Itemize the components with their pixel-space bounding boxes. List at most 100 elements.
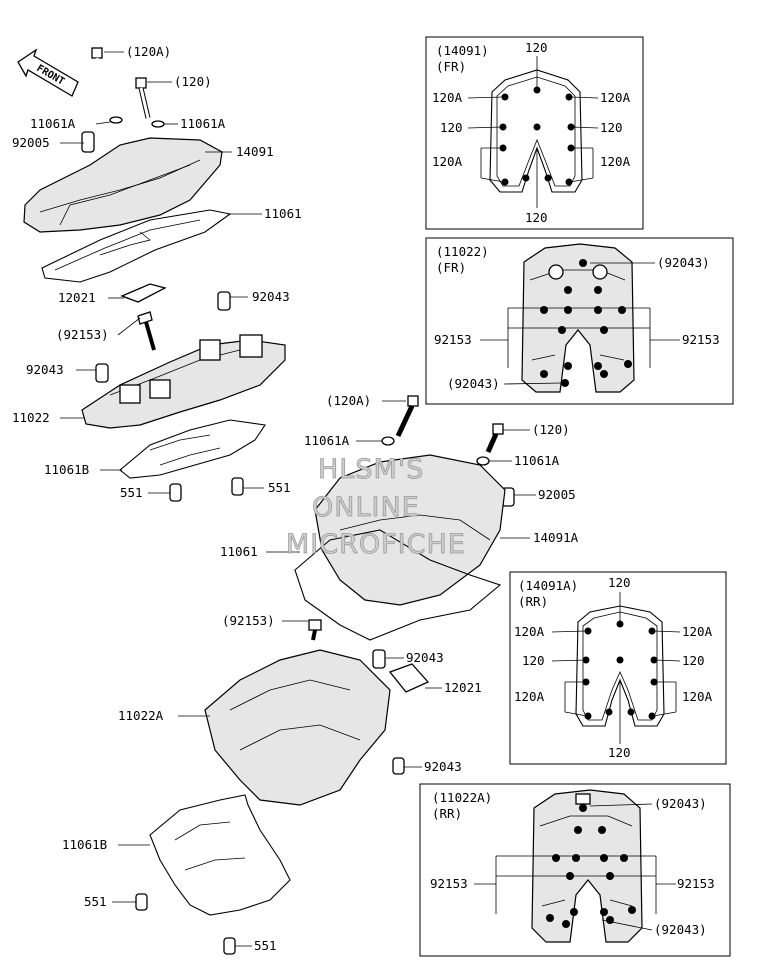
inset-title: (11022) [436, 244, 489, 259]
dowel-92043-icon [372, 649, 386, 669]
leader-lines [60, 51, 536, 947]
label-11061: 11061 [220, 544, 258, 559]
rear-cover-assembly [294, 395, 515, 641]
torque-label: 120 [525, 210, 548, 225]
inset-14091-fr: (14091) (FR) 120 120 120A 120 120A 120A … [425, 36, 644, 230]
label-11061a: 11061A [514, 453, 560, 468]
torque-label: 120 [682, 653, 705, 668]
part-label: 92153 [430, 876, 468, 891]
label-92043: 92043 [252, 289, 290, 304]
plate-12021-rear [388, 663, 430, 693]
torque-label: 120A [432, 90, 463, 105]
plate-12021 [120, 283, 167, 303]
inset-14091a-rr: (14091A) (RR) 120 120 120A 120 120A 120A… [509, 571, 727, 765]
torque-label: 120A [514, 624, 545, 639]
torque-label: 120A [682, 624, 713, 639]
callout-labels: (120A) (120) 11061A 11061A 92005 14091 1… [12, 44, 579, 953]
washer-icon [381, 436, 395, 446]
label-551: 551 [120, 485, 143, 500]
front-cover-assembly [23, 47, 232, 283]
label-120a: (120A) [326, 393, 371, 408]
label-551: 551 [268, 480, 291, 495]
label-92043: 92043 [26, 362, 64, 377]
label-11022: 11022 [12, 410, 50, 425]
label-12021: 12021 [58, 290, 96, 305]
cylinder-head-cover-14091a [314, 454, 506, 606]
label-14091: 14091 [236, 144, 274, 159]
label-11061b: 11061B [44, 462, 89, 477]
gasket-11061-rear [294, 529, 502, 641]
inset-title: (11022A) [432, 790, 492, 805]
torque-label: 120A [514, 689, 545, 704]
rear-head-assembly [135, 619, 430, 955]
torque-label: 120A [600, 90, 631, 105]
bolt-120a-icon [407, 395, 419, 407]
camshaft-holder-11022 [81, 339, 286, 429]
watermark: HLSM'S ONLINE MICROFICHE [286, 454, 466, 561]
inset-11022-fr: (11022) (FR) (92043) 92153 92153 (92043) [425, 237, 734, 405]
label-92153: (92153) [56, 327, 109, 342]
washer-icon [109, 116, 123, 124]
watermark-line-2: ONLINE [312, 492, 420, 523]
grommet-92005-icon [81, 131, 95, 153]
dowel-92043-icon [217, 291, 231, 311]
label-14091a: 14091A [533, 530, 579, 545]
bolt-120-icon [492, 423, 504, 435]
front-head-assembly [81, 283, 286, 502]
dowel-551-icon [169, 483, 182, 502]
dowel-92043-icon [392, 757, 405, 775]
inset-title: (14091) [436, 43, 489, 58]
label-92043: 92043 [424, 759, 462, 774]
washer-icon [151, 120, 165, 128]
label-11061a: 11061A [304, 433, 350, 448]
bolt-120a-icon [91, 47, 112, 111]
label-11061b: 11061B [62, 837, 107, 852]
torque-label: 120 [608, 745, 631, 760]
inset-subtitle: (RR) [518, 594, 548, 609]
part-label: (92043) [654, 922, 707, 937]
cylinder-head-cover-14091 [23, 137, 223, 233]
part-label: (92043) [654, 796, 707, 811]
label-92005: 92005 [538, 487, 576, 502]
gasket-11061b-rear [149, 794, 291, 916]
label-11061a: 11061A [30, 116, 76, 131]
label-92043: 92043 [406, 650, 444, 665]
washer-icon [476, 456, 490, 466]
watermark-line-3: MICROFICHE [286, 529, 466, 560]
torque-label: 120 [440, 120, 463, 135]
dowel-551-icon [135, 893, 148, 911]
dowel-92043-icon [95, 363, 109, 383]
label-120a: (120A) [126, 44, 171, 59]
bolt-92153-icon [137, 311, 153, 325]
inset-subtitle: (FR) [436, 260, 466, 275]
label-551: 551 [84, 894, 107, 909]
torque-label: 120 [525, 40, 548, 55]
part-label: 92153 [677, 876, 715, 891]
gasket-11061b [119, 419, 266, 479]
part-label: 92153 [682, 332, 720, 347]
torque-label: 120 [608, 575, 631, 590]
part-label: (92043) [447, 376, 500, 391]
label-11061: 11061 [264, 206, 302, 221]
label-11061a: 11061A [180, 116, 226, 131]
bolt-92153-icon [308, 619, 322, 631]
label-92005: 92005 [12, 135, 50, 150]
torque-label: 120A [432, 154, 463, 169]
front-arrow-icon: FRONT [17, 48, 79, 97]
dowel-551-icon [223, 937, 236, 955]
label-11022a: 11022A [118, 708, 164, 723]
torque-label: 120 [522, 653, 545, 668]
label-551: 551 [254, 938, 277, 953]
inset-11022a-rr: (11022A) (RR) (92043) 92153 92153 (92043… [419, 783, 731, 957]
label-92153: (92153) [222, 613, 275, 628]
torque-label: 120A [600, 154, 631, 169]
dowel-551-icon [231, 477, 244, 496]
inset-subtitle: (RR) [432, 806, 462, 821]
part-label: 92153 [434, 332, 472, 347]
watermark-line-1: HLSM'S [318, 454, 424, 485]
torque-label: 120A [682, 689, 713, 704]
inset-title: (14091A) [518, 578, 578, 593]
torque-label: 120 [600, 120, 623, 135]
bolt-120-icon [135, 77, 151, 119]
